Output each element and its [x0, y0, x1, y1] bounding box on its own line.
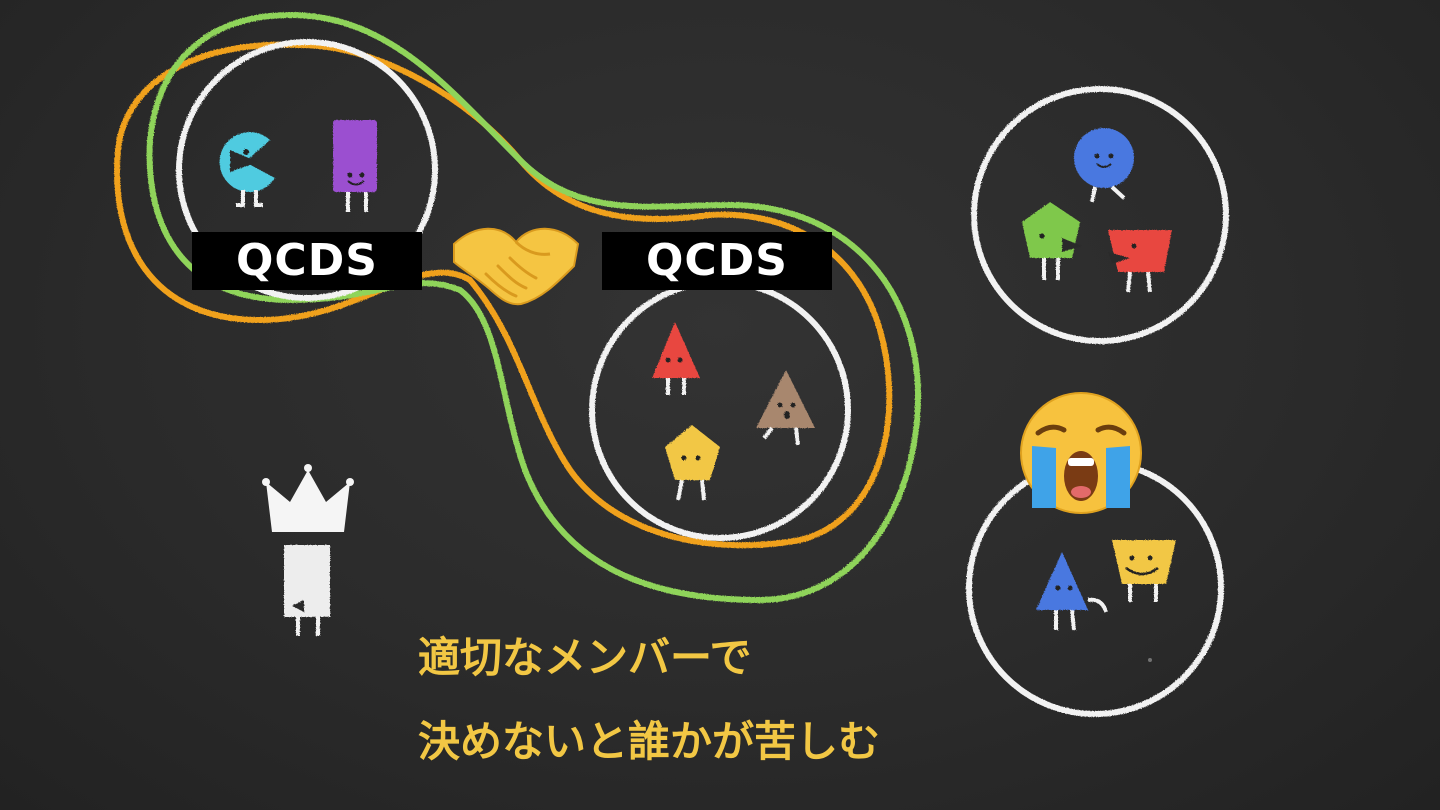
- right-team-qcds-label: QCDS: [602, 232, 832, 290]
- yellow-trapezoid-character: [1112, 540, 1176, 602]
- cyan-pacman-character: [219, 132, 275, 207]
- left-team-qcds-label: QCDS: [192, 232, 422, 290]
- crown-icon: [262, 464, 354, 532]
- crying-face-icon: [1020, 392, 1142, 514]
- red-trapezoid-character: [1108, 230, 1172, 293]
- handshake-icon: [453, 227, 580, 306]
- brown-triangle-character: [756, 370, 815, 446]
- blue-triangle-character: [1036, 552, 1108, 631]
- purple-rectangle-character: [333, 120, 377, 212]
- team-circle-top-left: [176, 39, 438, 301]
- team-circle-top-right: [971, 86, 1229, 344]
- orange-alliance-loop: [114, 41, 893, 549]
- team-circle-center: [589, 279, 851, 541]
- blue-circle-character: [1074, 128, 1134, 203]
- caption-line-2: 決めないと誰かが苦しむ: [418, 717, 881, 766]
- green-pentagon-character: [1022, 202, 1082, 280]
- caption-line-1: 適切なメンバーで: [418, 633, 752, 682]
- white-king-character: [284, 545, 330, 636]
- red-triangle-character: [652, 322, 700, 395]
- yellow-pentagon-character: [665, 425, 720, 501]
- green-alliance-loop: [146, 11, 922, 604]
